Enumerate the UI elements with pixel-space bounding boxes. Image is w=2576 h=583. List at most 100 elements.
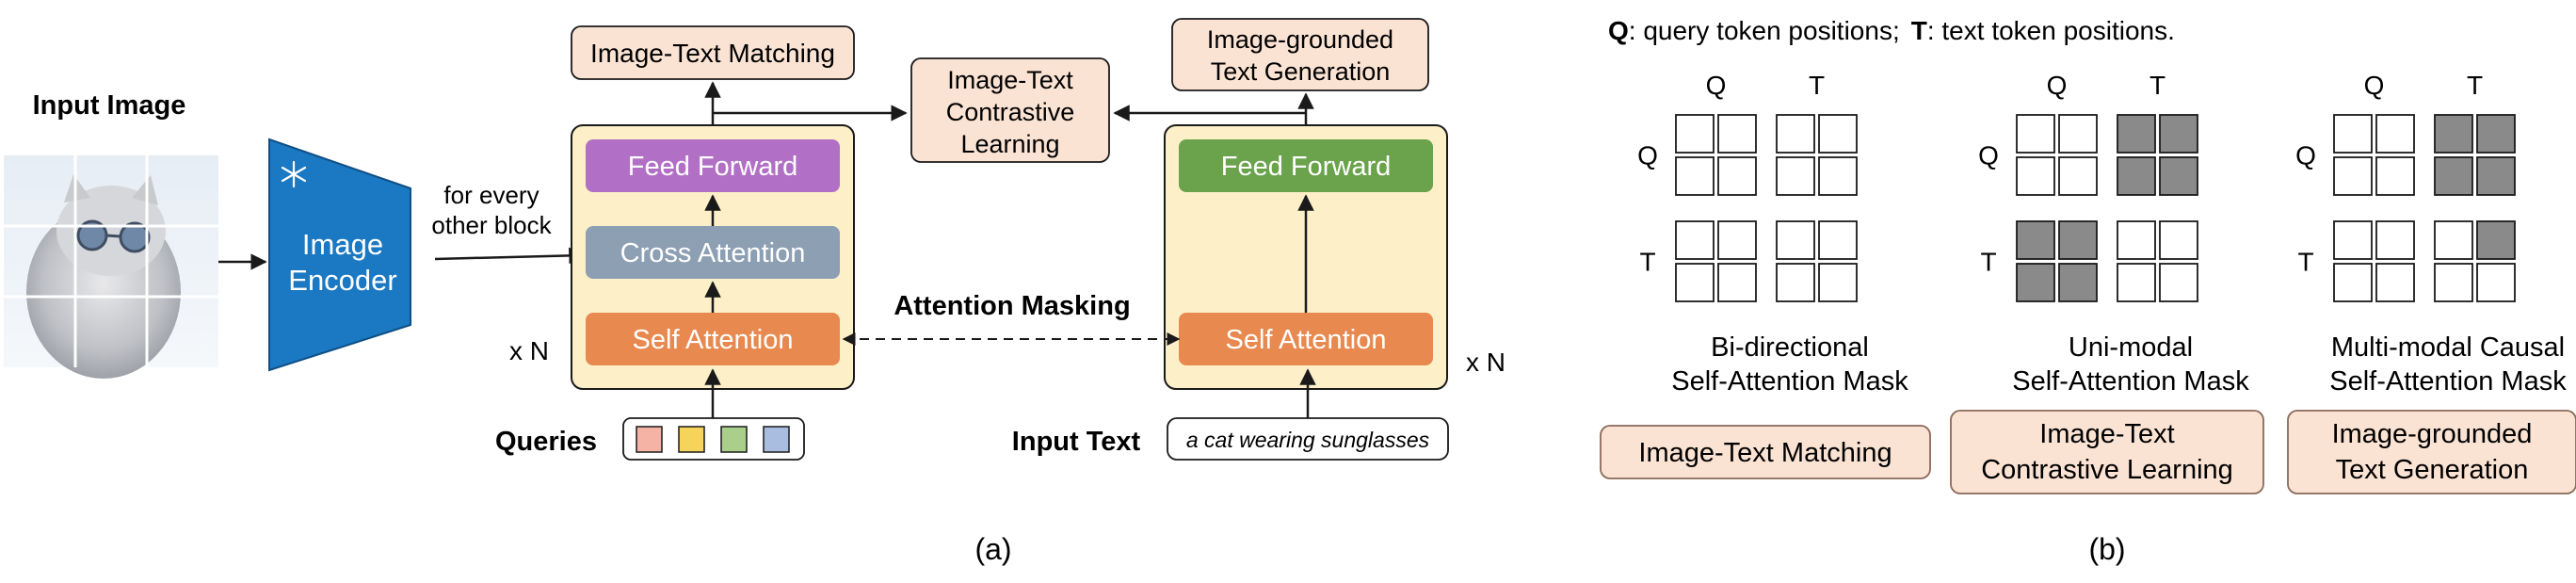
input-text-label: Input Text [1012,427,1141,457]
itg-objective-box: Image-grounded Text Generation [1171,18,1429,91]
feed-forward-label-left: Feed Forward [628,152,798,182]
mask-cell-open [2117,220,2156,260]
self-attention-box-right [1179,313,1433,365]
mask-col-t-label: T [2149,71,2165,100]
mask-cell-masked [2058,220,2098,260]
input-image [4,155,218,379]
mask-cell-masked [2434,114,2473,154]
mask-cell-open [2333,114,2373,154]
legend-t-text: : text token positions. [1927,16,2175,45]
mask-cell-open [1818,156,1858,196]
mask-row-q-label: Q [2295,141,2316,170]
mask-cell-open [1776,114,1815,154]
mask-objective-box [1600,425,1931,479]
text-transformer-block: Feed Forward Self Attention [1164,124,1448,390]
mask-cell-open [2016,114,2055,154]
self-attention-label-left: Self Attention [633,325,794,355]
mask-cell-open [2333,263,2373,302]
mask-cell-open [2333,220,2373,260]
feed-forward-box-right [1179,139,1433,192]
mask-row-t-label: T [2297,248,2313,277]
mask-title-line: Bi-directional [1711,332,1869,363]
query-token [763,426,790,453]
mask-cell-masked [2016,220,2055,260]
mask-cell-open [2476,263,2516,302]
mask-cell-open [1776,220,1815,260]
mask-title-line: Self-Attention Mask [2329,366,2567,397]
input-text-value: a cat wearing sunglasses [1186,428,1430,452]
input-image-label: Input Image [33,90,186,121]
mask-col-q-label: Q [2047,71,2068,100]
mask-cell-masked [2159,114,2198,154]
mask-objective-box [1950,410,2264,494]
mask-cell-open [2375,156,2415,196]
image-encoder-label-line2: Encoder [288,264,396,297]
legend-line: Q: query token positions; T: text token p… [1608,16,2175,45]
snowflake-icon [281,160,307,188]
panel-b: Q: query token positions;T: text token p… [1600,16,2576,566]
feed-forward-label-right: Feed Forward [1221,152,1392,182]
mask-cell-open [1717,220,1757,260]
mask-cell-open [2375,220,2415,260]
image-encoder-label-line1: Image [302,228,383,261]
attention-masking-label: Attention Masking [894,291,1130,321]
mask-cell-masked [2434,156,2473,196]
xn-left-label: x N [509,336,549,365]
mask-col-t-label: T [1809,71,1825,100]
mask-title-line: Self-Attention Mask [1671,366,1908,397]
mask-cell-open [2434,263,2473,302]
for-every-label-line1: for every [443,181,539,209]
mask-objective-label: Contrastive Learning [1981,455,2233,485]
mask-objective-label: Image-grounded [2332,419,2533,449]
mask-cell-open [1675,220,1715,260]
mask-row-t-label: T [1980,248,1996,277]
mask-col-t-label: T [2467,71,2483,100]
mask-cell-open [1675,263,1715,302]
feed-forward-box-left [586,139,840,192]
mask-cell-masked [2016,263,2055,302]
mask-cell-masked [2159,156,2198,196]
arrow-encoder-to-cross-attention [434,247,586,265]
itg-objective-line1: Image-grounded [1207,25,1393,54]
mask-col-q-label: Q [1706,71,1727,100]
mask-row-q-label: Q [1637,141,1658,170]
legend-t: T [1911,16,1927,45]
legend-q-text: : query token positions; [1629,16,1900,45]
itc-objective-line2: Contrastive [946,98,1075,126]
mask-cell-open [1675,156,1715,196]
for-every-label-line2: other block [431,211,552,239]
mask-cell-open [2333,156,2373,196]
mask-cell-open [1818,220,1858,260]
mask-cell-masked [2058,263,2098,302]
mask-col-q-label: Q [2364,71,2385,100]
mask-cell-open [2159,263,2198,302]
mask-title-line: Self-Attention Mask [2012,366,2249,397]
mask-cell-masked [2117,156,2156,196]
query-token [678,426,705,453]
mask-cell-open [2434,220,2473,260]
query-token [636,426,663,453]
panel-a-caption: (a) [974,532,1011,566]
mask-title-line: Multi-modal Causal [2331,332,2565,363]
itc-objective-line3: Learning [960,130,1059,158]
mask-objective-label: Image-Text [2039,419,2174,449]
mask-cell-open [1717,114,1757,154]
image-transformer-block: Feed Forward Cross Attention Self Attent… [571,124,855,390]
cross-attention-box [586,226,840,279]
sunglasses-right-lens [119,221,151,253]
self-attention-box-left [586,313,840,365]
panel-b-caption: (b) [2088,532,2125,566]
cross-attention-label: Cross Attention [620,238,806,268]
mask-cell-masked [2117,114,2156,154]
mask-objective-label: Image-Text Matching [1638,438,1892,468]
legend-q: Q [1608,16,1629,45]
mask-cell-open [2058,156,2098,196]
mask-cell-open [2375,263,2415,302]
itm-objective-box: Image-Text Matching [571,25,855,80]
xn-right-label: x N [1466,348,1505,377]
self-attention-label-right: Self Attention [1226,325,1387,355]
